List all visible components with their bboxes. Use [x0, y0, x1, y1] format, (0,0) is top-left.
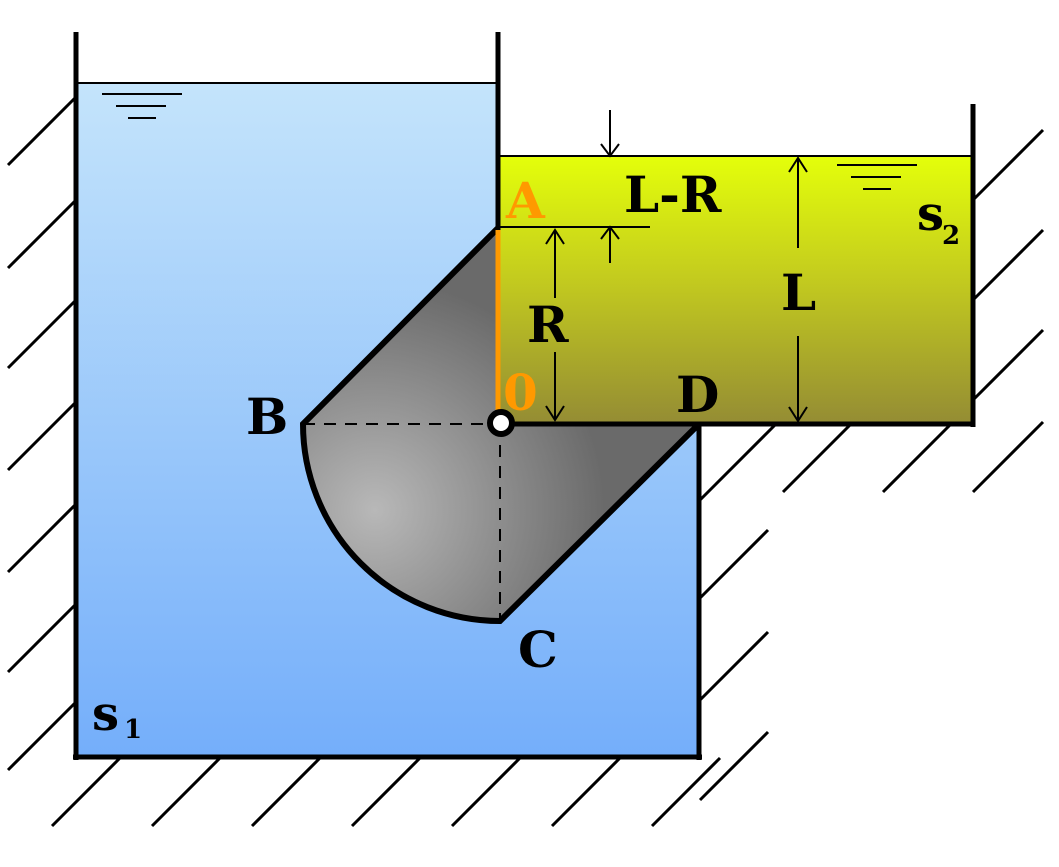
label-o: 0 [503, 363, 538, 422]
dimension-l [788, 156, 808, 423]
label-s2-subscript: 2 [942, 221, 960, 251]
label-s1: s [92, 686, 119, 742]
free-surface-symbol-1 [102, 93, 182, 119]
gate-outline [299, 225, 702, 625]
dimension-r [545, 228, 565, 422]
ground-hatching [6, 96, 1045, 828]
free-surface-symbol-2 [837, 164, 917, 190]
label-l-minus-r: L-R [624, 165, 722, 224]
label-a: A [505, 171, 546, 230]
label-s2: s [917, 186, 944, 242]
label-b: B [246, 387, 288, 446]
tank-walls [73, 32, 976, 760]
dimension-l-minus-r [498, 110, 650, 263]
label-c: C [518, 620, 558, 679]
hinge-o [487, 409, 515, 437]
label-r: R [527, 295, 569, 354]
label-l: L [781, 263, 816, 322]
tank2-liquid [500, 156, 973, 424]
label-d: D [676, 365, 719, 424]
label-s1-subscript: 1 [124, 715, 142, 745]
